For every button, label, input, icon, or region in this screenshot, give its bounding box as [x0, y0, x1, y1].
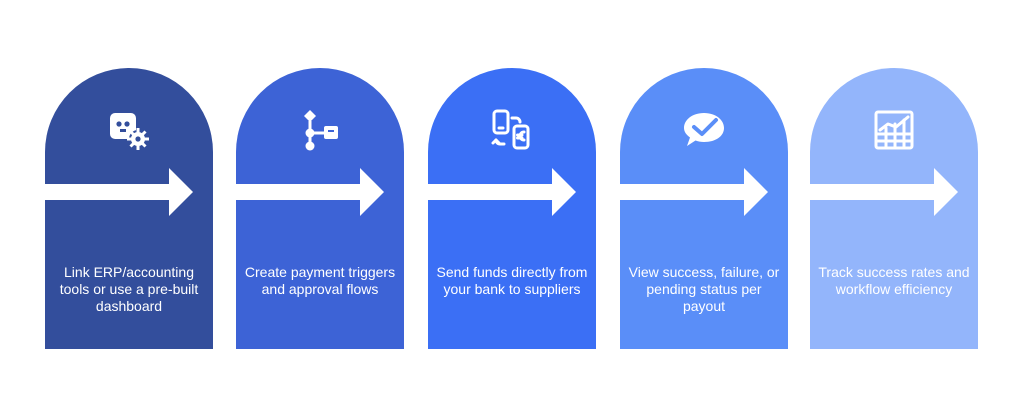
step-label: View success, failure, or pending status… [628, 264, 780, 314]
right-arrow-icon [236, 168, 384, 216]
step-label: Link ERP/accounting tools or use a pre-b… [59, 264, 199, 314]
step-label: Track success rates and workflow efficie… [818, 264, 970, 297]
right-arrow-icon [620, 168, 768, 216]
step-card-connect: Link ERP/accounting tools or use a pre-b… [45, 68, 213, 349]
step-card-workflow: Create payment triggers and approval flo… [236, 68, 404, 349]
right-arrow-icon [428, 168, 576, 216]
analytics-chart-icon [872, 108, 916, 152]
step-label: Send funds directly from your bank to su… [436, 264, 588, 297]
checkmark-bubble-icon [682, 108, 726, 152]
workflow-icon [298, 108, 342, 152]
step-card-track: Track success rates and workflow efficie… [810, 68, 978, 349]
right-arrow-icon [810, 168, 958, 216]
step-label: Create payment triggers and approval flo… [244, 264, 396, 297]
mobile-transfer-icon [490, 108, 534, 152]
connector-gear-icon [107, 108, 151, 152]
right-arrow-icon [45, 168, 193, 216]
step-card-send-funds: Send funds directly from your bank to su… [428, 68, 596, 349]
step-card-status: View success, failure, or pending status… [620, 68, 788, 349]
